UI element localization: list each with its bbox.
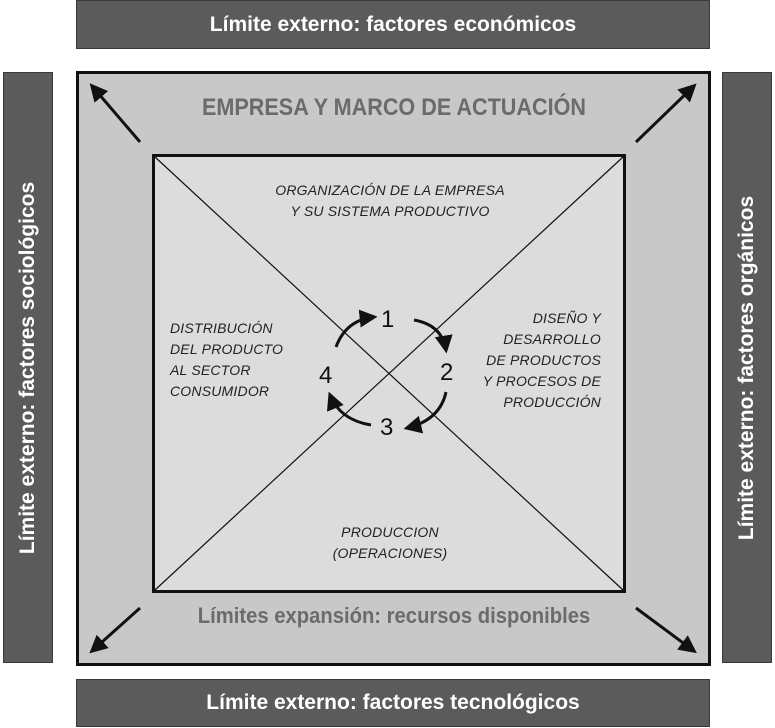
quadrant-right-line: Y PROCESOS DE — [482, 373, 601, 389]
quadrant-right-line: PRODUCCIÓN — [503, 394, 601, 410]
external-limit-left-bar: Límite externo: factores sociológicos — [3, 72, 53, 663]
outer-frame-title: EMPRESA Y MARCO DE ACTUACIÓN — [201, 94, 587, 121]
external-limit-right-label: Límite externo: factores orgánicos — [735, 195, 758, 540]
quadrant-right-text: DISEÑO Y DESARROLLO DE PRODUCTOS Y PROCE… — [483, 308, 601, 413]
cycle-step-2: 2 — [440, 359, 454, 386]
external-limit-top-label: Límite externo: factores económicos — [209, 12, 577, 36]
cycle-step-4: 4 — [319, 362, 333, 389]
outer-frame-bottom-label: Límites expansión: recursos disponibles — [197, 603, 591, 628]
quadrant-left-line: DEL PRODUCTO — [170, 341, 284, 357]
quadrant-bottom-line: PRODUCCION — [341, 524, 439, 540]
cycle-step-3: 3 — [380, 414, 394, 441]
quadrant-left-text: DISTRIBUCIÓN DEL PRODUCTO AL SECTOR CONS… — [170, 318, 283, 402]
external-limit-bottom-label: Límite externo: factores tecnológicos — [206, 691, 580, 714]
external-limit-top-bar: Límite externo: factores económicos — [76, 0, 710, 49]
quadrant-top-line: ORGANIZACIÓN DE LA EMPRESA — [275, 182, 505, 198]
cycle-step-1: 1 — [381, 306, 395, 333]
quadrant-bottom-text: PRODUCCION (OPERACIONES) — [160, 522, 620, 564]
quadrant-top-text: ORGANIZACIÓN DE LA EMPRESA Y SU SISTEMA … — [160, 180, 620, 222]
quadrant-left-line: AL SECTOR — [170, 362, 251, 378]
quadrant-left-line: DISTRIBUCIÓN — [170, 320, 273, 336]
quadrant-right-line: DISEÑO Y — [532, 310, 601, 326]
external-limit-left-label: Límite externo: factores sociológicos — [16, 181, 39, 554]
external-limit-bottom-bar: Límite externo: factores tecnológicos — [76, 679, 710, 727]
quadrant-right-line: DE PRODUCTOS — [486, 352, 601, 368]
quadrant-left-line: CONSUMIDOR — [170, 383, 270, 399]
quadrant-bottom-line: (OPERACIONES) — [332, 545, 448, 561]
external-limit-right-bar: Límite externo: factores orgánicos — [722, 72, 772, 663]
quadrant-right-line: DESARROLLO — [503, 331, 601, 347]
quadrant-top-line: Y SU SISTEMA PRODUCTIVO — [290, 203, 490, 219]
